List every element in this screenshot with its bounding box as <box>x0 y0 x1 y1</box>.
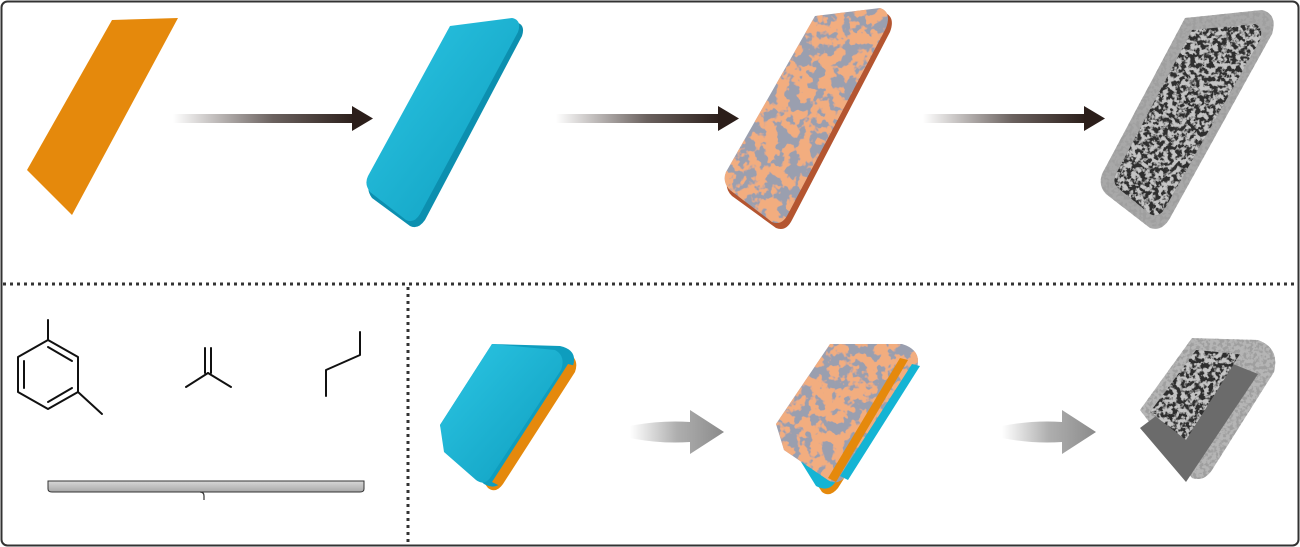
speckled-sheet <box>724 8 892 229</box>
isobutylene-structure <box>185 347 232 388</box>
folded-blue-sheet <box>440 344 577 491</box>
dark-porous-sheet <box>1100 10 1274 229</box>
process-arrow-2 <box>556 106 739 131</box>
blue-coated-sheet <box>366 18 524 228</box>
process-arrow-5 <box>1002 410 1096 454</box>
folded-speckled-sheet <box>776 344 920 495</box>
folded-gray-sheet <box>1140 338 1276 482</box>
butene-structure <box>325 331 361 397</box>
bracket <box>47 480 365 500</box>
process-arrow-1 <box>173 106 373 131</box>
orange-sheet <box>27 18 178 215</box>
m-xylene-structure <box>17 319 103 415</box>
process-arrow-3 <box>923 106 1105 131</box>
process-arrow-4 <box>630 410 724 454</box>
